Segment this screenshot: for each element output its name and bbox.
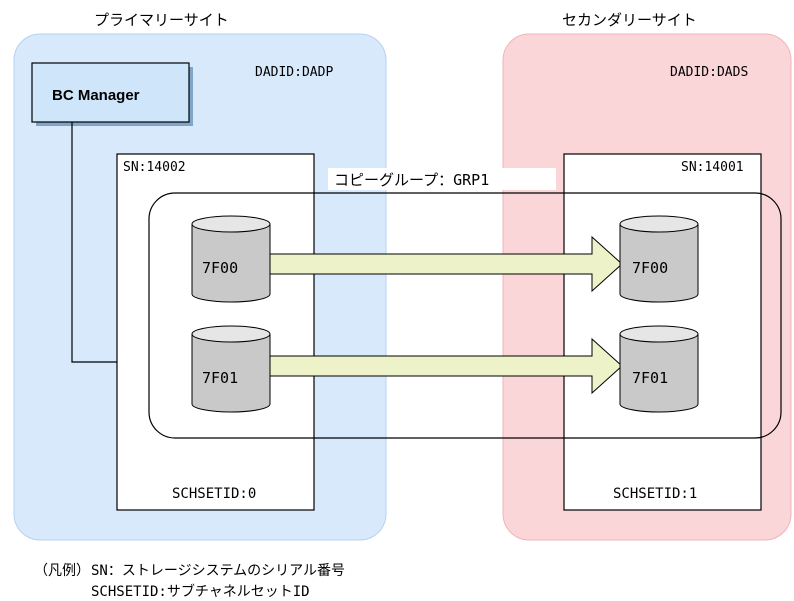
volume-secondary-7f00-label: 7F00 — [632, 259, 668, 277]
copy-group-label: コピーグループ：GRP1 — [334, 171, 489, 189]
legend-line-1: SN：ストレージシステムのシリアル番号 — [91, 563, 345, 579]
arrow-7f00 — [269, 235, 623, 293]
volume-secondary-7f00: 7F00 — [619, 215, 699, 303]
bc-manager-label: BC Manager — [52, 87, 140, 104]
bc-manager-box — [31, 62, 190, 123]
volume-primary-7f01: 7F01 — [191, 325, 271, 413]
volume-primary-7f00: 7F00 — [191, 215, 271, 303]
legend-prefix: （凡例） — [34, 563, 90, 579]
volume-primary-7f00-label: 7F00 — [202, 259, 238, 277]
arrow-7f01 — [269, 337, 623, 395]
volume-secondary-7f01: 7F01 — [619, 325, 699, 413]
secondary-site-title: セカンダリーサイト — [562, 11, 697, 29]
primary-site-title: プライマリーサイト — [94, 11, 229, 29]
secondary-serial-number: SN:14001 — [681, 160, 744, 175]
volume-secondary-7f01-label: 7F01 — [632, 369, 668, 387]
primary-serial-number: SN:14002 — [123, 160, 186, 175]
manager-connector-line — [71, 122, 117, 363]
legend-line-2: SCHSETID:サブチャネルセットID — [91, 583, 310, 600]
copy-group-box — [148, 192, 782, 439]
secondary-schsetid: SCHSETID:1 — [613, 486, 697, 502]
copy-group-label-bg — [328, 168, 556, 190]
secondary-dadid: DADID:DADS — [670, 65, 748, 80]
primary-schsetid: SCHSETID:0 — [172, 486, 256, 502]
primary-dadid: DADID:DADP — [255, 65, 333, 80]
volume-primary-7f01-label: 7F01 — [202, 369, 238, 387]
